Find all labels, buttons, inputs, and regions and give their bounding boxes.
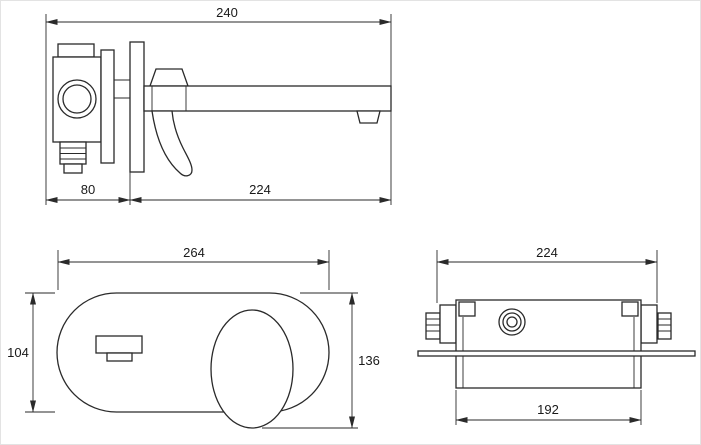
dim-label-outer-width: 224 [536,245,558,260]
dim-label-overall-length: 240 [216,5,238,20]
right-clamp-screw-ribs [658,318,671,332]
supply-port-inner-circle [506,316,518,328]
top-right-fitting [621,301,639,317]
handle-front [210,309,294,429]
dim-label-body-depth: 80 [81,182,95,197]
lever-handle [151,110,193,177]
spout-front [95,335,143,354]
right-clamp-plate [640,304,658,344]
cartridge-inner-circle [62,84,92,114]
dim-label-spout-length: 224 [249,182,271,197]
dim-label-inner-width: 192 [537,402,559,417]
lever-joint-lines [151,86,187,111]
housing-box [455,299,642,389]
spout-front-step [106,352,133,362]
threaded-tail [59,141,87,165]
left-clamp-screw [425,312,441,340]
dim-label-plate-height: 104 [7,345,29,360]
left-clamp-plate [439,304,457,344]
left-clamp-screw-ribs [426,318,440,332]
mounting-plate-outer [129,41,145,173]
aerator [356,110,381,124]
top-left-fitting [458,301,476,317]
right-clamp-screw [657,312,672,340]
dim-label-overall-height: 136 [358,353,380,368]
lever-pivot-cap [149,68,189,87]
wall-pipe-lines [114,79,130,99]
threaded-tail-ribs [60,147,86,160]
mounting-plate-inner [100,49,115,164]
side-view: 240 80 224 [45,5,392,205]
dim-label-plate-width: 264 [183,245,205,260]
installation-view: 224 192 [417,245,696,425]
front-view: 264 104 136 [7,245,380,429]
tail-nut [63,163,83,174]
spout-outline [143,85,392,112]
wall-panel [417,350,696,357]
valve-body-cap [57,43,95,58]
